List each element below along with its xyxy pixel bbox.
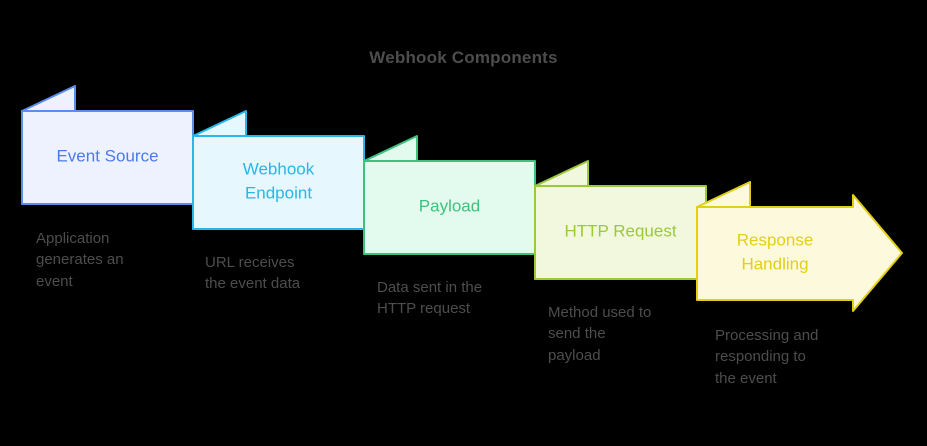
step-description: Processing and responding to the event: [715, 327, 819, 387]
step-description: URL receives the event data: [205, 254, 301, 293]
step-label: Event Source: [56, 147, 158, 166]
step-body: [696, 194, 903, 312]
flow-step-3[interactable]: Payload: [363, 135, 536, 255]
flow-step-1[interactable]: Event Source: [21, 85, 194, 205]
step-fold-tab: [192, 110, 247, 137]
step-label: Payload: [419, 197, 480, 216]
step-fold-tab: [21, 85, 76, 112]
flow-step-4[interactable]: HTTP Request: [534, 160, 707, 280]
step-body: [192, 135, 365, 230]
page-title: Webhook Components: [369, 48, 558, 67]
step-description: Application generates an event: [36, 230, 124, 290]
step-label: HTTP Request: [564, 222, 676, 241]
step-fold-tab: [363, 135, 418, 162]
step-description: Method used to send the payload: [548, 304, 652, 364]
step-description: Data sent in the HTTP request: [377, 279, 483, 318]
step-fold-tab: [534, 160, 589, 187]
